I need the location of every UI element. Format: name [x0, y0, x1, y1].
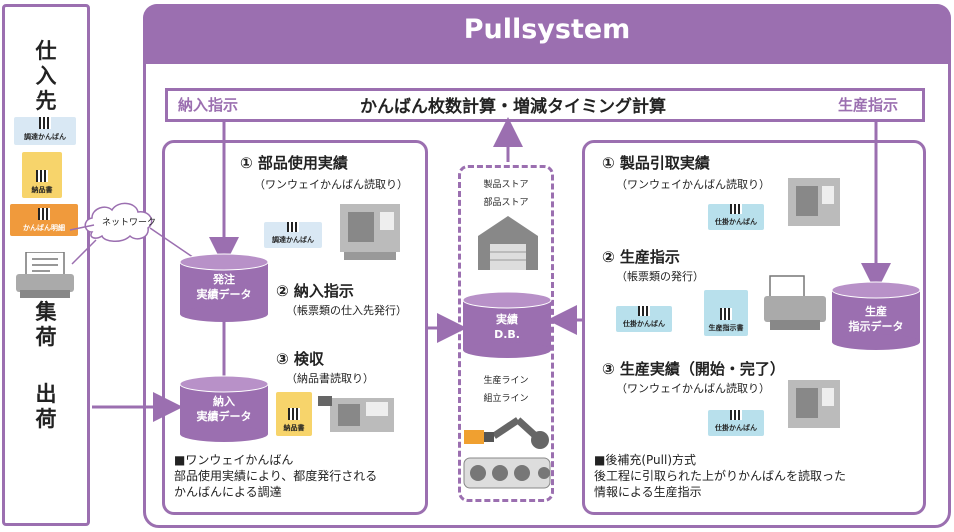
- receipt-data-label: 納入 実績データ: [196, 395, 252, 423]
- supplier-card-kanban-detail: かんばん明細: [10, 204, 78, 236]
- wip-kanban-card-3: 仕掛かんばん: [708, 410, 764, 436]
- qr-icon: [38, 208, 50, 220]
- qr-icon: [720, 308, 732, 320]
- step-delivery-instruction: ② 納入指示: [276, 282, 354, 300]
- shipping-label: 集荷: [35, 300, 57, 349]
- pull-note-line2: 情報による生産指示: [594, 485, 702, 499]
- step-production-instruction: ② 生産指示: [602, 248, 680, 266]
- procurement-kanban-card: 調達かんばん: [264, 222, 322, 248]
- step-inspection: ③ 検収: [276, 350, 324, 368]
- order-data-cylinder: [179, 253, 269, 322]
- db-cylinder: [462, 291, 552, 358]
- assembly-line-label: 組立ライン: [483, 394, 529, 404]
- warehouse-icon: [478, 216, 538, 270]
- production-line-label: 生産ライン: [483, 376, 529, 386]
- db-label: 実績 D.B.: [494, 313, 520, 341]
- oneway-note-line2: かんばんによる調達: [174, 485, 282, 499]
- qr-icon: [39, 117, 51, 129]
- pull-note-line1: 後工程に引取られた上がりかんばんを読取った: [594, 469, 847, 483]
- inspection-machine-icon: [318, 396, 394, 432]
- production-data-cylinder: [831, 281, 921, 350]
- product-store-label: 製品ストア: [483, 180, 529, 190]
- outbound-label: 出荷: [35, 382, 57, 431]
- qr-icon: [730, 410, 742, 420]
- step-part-usage: ① 部品使用実績: [240, 154, 348, 172]
- oneway-note-line1: 部品使用実績により、都度発行される: [174, 469, 378, 483]
- pull-method-note: ■後補充(Pull)方式 後工程に引取られた上がりかんばんを読取った 情報による…: [594, 452, 846, 500]
- pull-note-title: ■後補充(Pull)方式: [594, 453, 697, 467]
- reader-machine-right-icon: [788, 178, 840, 226]
- reader-machine-right2-icon: [788, 380, 840, 428]
- procurement-panel: [162, 140, 428, 515]
- oneway-note-title: ■ワンウェイかんばん: [174, 453, 294, 467]
- qr-icon: [288, 408, 300, 420]
- production-order-card: 生産指示書: [704, 290, 748, 336]
- step-delivery-instruction-sub: （帳票類の仕入先発行）: [286, 304, 407, 317]
- production-instruction-label: 生産指示: [838, 96, 899, 114]
- order-data-label: 発注 実績データ: [196, 273, 252, 301]
- step-part-usage-sub: （ワンウェイかんばん読取り）: [254, 178, 408, 191]
- receipt-data-cylinder: [179, 375, 269, 442]
- supplier-printer-icon: [16, 252, 74, 298]
- production-data-label: 生産 指示データ: [848, 305, 904, 333]
- supplier-title: 仕入先: [35, 39, 57, 113]
- step-product-pickup: ① 製品引取実績: [602, 154, 710, 172]
- step-product-pickup-sub: （ワンウェイかんばん読取り）: [616, 178, 770, 191]
- conveyor-icon: [463, 457, 551, 489]
- step-inspection-sub: （納品書読取り）: [286, 372, 374, 385]
- step-production-instruction-sub: （帳票類の発行）: [616, 270, 704, 283]
- qr-icon: [287, 222, 299, 232]
- qr-icon: [730, 204, 742, 214]
- calculation-title: かんばん枚数計算・増減タイミング計算: [360, 97, 666, 117]
- pullsystem-title: Pullsystem: [463, 14, 631, 45]
- calculation-bar: [165, 88, 925, 122]
- robot-arm-icon: [464, 417, 549, 449]
- wip-kanban-card-2: 仕掛かんばん: [616, 306, 672, 332]
- supplier-card-procurement: 調達かんばん: [14, 117, 76, 145]
- step-production-result: ③ 生産実績（開始・完了）: [602, 360, 785, 378]
- qr-icon: [36, 170, 48, 182]
- wip-kanban-card-1: 仕掛かんばん: [708, 204, 764, 230]
- network-label: ネットワーク: [102, 218, 157, 228]
- reader-machine-icon: [340, 204, 400, 260]
- qr-icon: [638, 306, 650, 316]
- supplier-card-delivery-note: 納品書: [22, 152, 62, 198]
- delivery-instruction-label: 納入指示: [178, 96, 239, 114]
- delivery-note-card: 納品書: [276, 392, 312, 436]
- pullsystem-header: [143, 4, 951, 64]
- production-printer-icon: [764, 275, 826, 330]
- part-store-label: 部品ストア: [483, 198, 529, 208]
- step-production-result-sub: （ワンウェイかんばん読取り）: [616, 382, 770, 395]
- oneway-kanban-note: ■ワンウェイかんばん 部品使用実績により、都度発行される かんばんによる調達: [174, 452, 377, 500]
